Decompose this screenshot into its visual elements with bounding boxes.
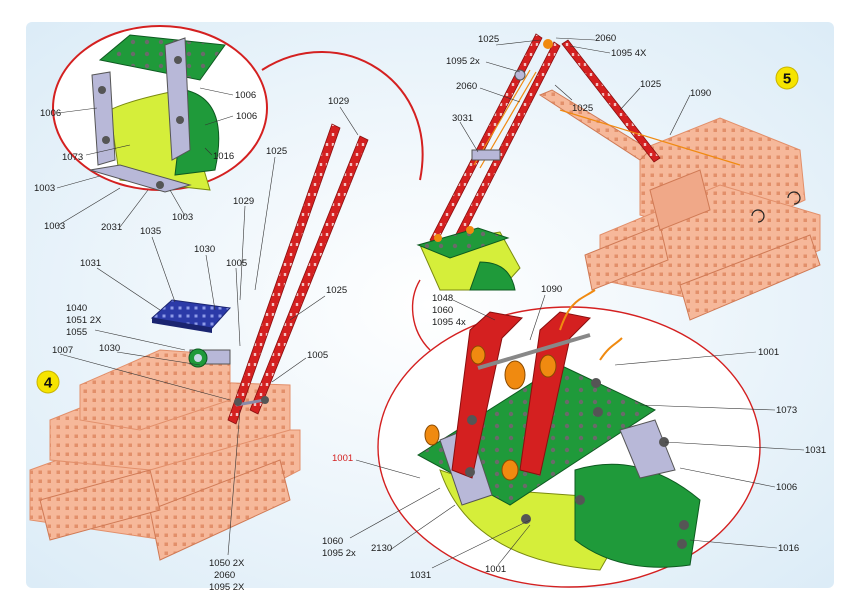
label-1005: 1005 — [226, 258, 247, 269]
step5-bucket — [416, 226, 521, 291]
label-1090: 1090 — [541, 284, 562, 295]
label-1003: 1003 — [34, 183, 55, 194]
label-1095-2x: 1095 2X — [209, 582, 245, 593]
label-1006: 1006 — [236, 111, 257, 122]
label-1001: 1001 — [758, 347, 779, 358]
leader-lines — [56, 37, 805, 569]
detail-circle-bottom-right — [377, 279, 761, 588]
label-3031: 3031 — [452, 113, 473, 124]
label-1029: 1029 — [328, 96, 349, 107]
label-1003: 1003 — [44, 221, 65, 232]
label-1051-2x: 1051 2X — [66, 315, 102, 326]
label-1095-4x: 1095 4X — [611, 48, 647, 59]
step4-roof-plate — [150, 299, 232, 333]
label-1095-2x: 1095 2x — [322, 548, 356, 559]
label-1095-2x: 1095 2x — [446, 56, 480, 67]
label-1095-4x: 1095 4x — [432, 317, 466, 328]
step5-excavator-body — [538, 89, 821, 321]
detail-circle-top-left — [52, 25, 424, 193]
label-1029: 1029 — [233, 196, 254, 207]
label-1016: 1016 — [778, 543, 799, 554]
step4-crane-body — [29, 349, 301, 561]
label-2060: 2060 — [214, 570, 235, 581]
label-1090: 1090 — [690, 88, 711, 99]
label-1073: 1073 — [62, 152, 83, 163]
label-1005: 1005 — [307, 350, 328, 361]
label-1031: 1031 — [80, 258, 101, 269]
label-1001: 1001 — [485, 564, 506, 575]
label-1016: 1016 — [213, 151, 234, 162]
step4-winch — [188, 348, 231, 368]
label-1030: 1030 — [194, 244, 215, 255]
label-1025: 1025 — [478, 34, 499, 45]
svg-text:4: 4 — [44, 375, 53, 392]
label-2031: 2031 — [101, 222, 122, 233]
label-2060: 2060 — [456, 81, 477, 92]
label-1007: 1007 — [52, 345, 73, 356]
label-1006: 1006 — [40, 108, 61, 119]
label-1003: 1003 — [172, 212, 193, 223]
label-1060: 1060 — [432, 305, 453, 316]
label-1050-2x: 1050 2X — [209, 558, 245, 569]
svg-text:5: 5 — [783, 71, 791, 88]
label-1025: 1025 — [640, 79, 661, 90]
label-2060: 2060 — [595, 33, 616, 44]
step-badge-5: 5 — [775, 66, 799, 90]
label-1055: 1055 — [66, 327, 87, 338]
label-1006: 1006 — [235, 90, 256, 101]
step-badge-4: 4 — [36, 370, 60, 394]
label-1006: 1006 — [776, 482, 797, 493]
step5-arms — [429, 33, 741, 255]
label-2130: 2130 — [371, 543, 392, 554]
label-1025: 1025 — [326, 285, 347, 296]
label-1030: 1030 — [99, 343, 120, 354]
label-1025: 1025 — [572, 103, 593, 114]
label-1025: 1025 — [266, 146, 287, 157]
label-1060: 1060 — [322, 536, 343, 547]
label-1035: 1035 — [140, 226, 161, 237]
label-1073: 1073 — [776, 405, 797, 416]
label-1031: 1031 — [805, 445, 826, 456]
part-labels: 1006 1006 1006 1073 1016 1003 1003 1003 … — [34, 33, 826, 593]
step4-boom — [227, 123, 369, 425]
label-1040: 1040 — [66, 303, 87, 314]
label-1031: 1031 — [410, 570, 431, 581]
label-1001-highlight: 1001 — [332, 453, 353, 464]
label-1048: 1048 — [432, 293, 453, 304]
